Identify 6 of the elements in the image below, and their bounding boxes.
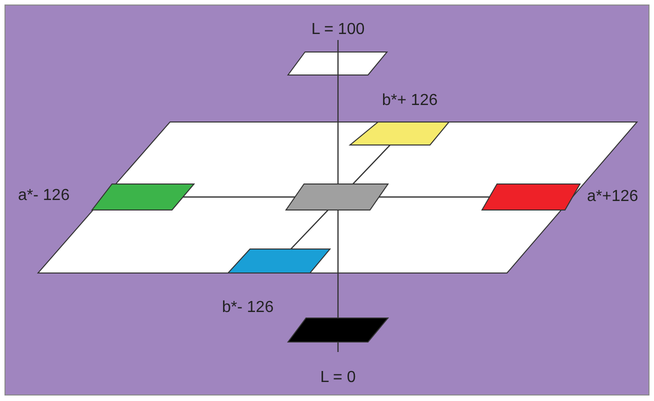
axis-label: b*- 126 [222,300,274,316]
axis-label: b*+ 126 [382,93,438,109]
axis-label: L = 0 [320,370,356,386]
axis-label: L = 100 [311,22,365,38]
axis-label: a*- 126 [18,188,70,204]
axis-label: a*+126 [587,189,638,205]
